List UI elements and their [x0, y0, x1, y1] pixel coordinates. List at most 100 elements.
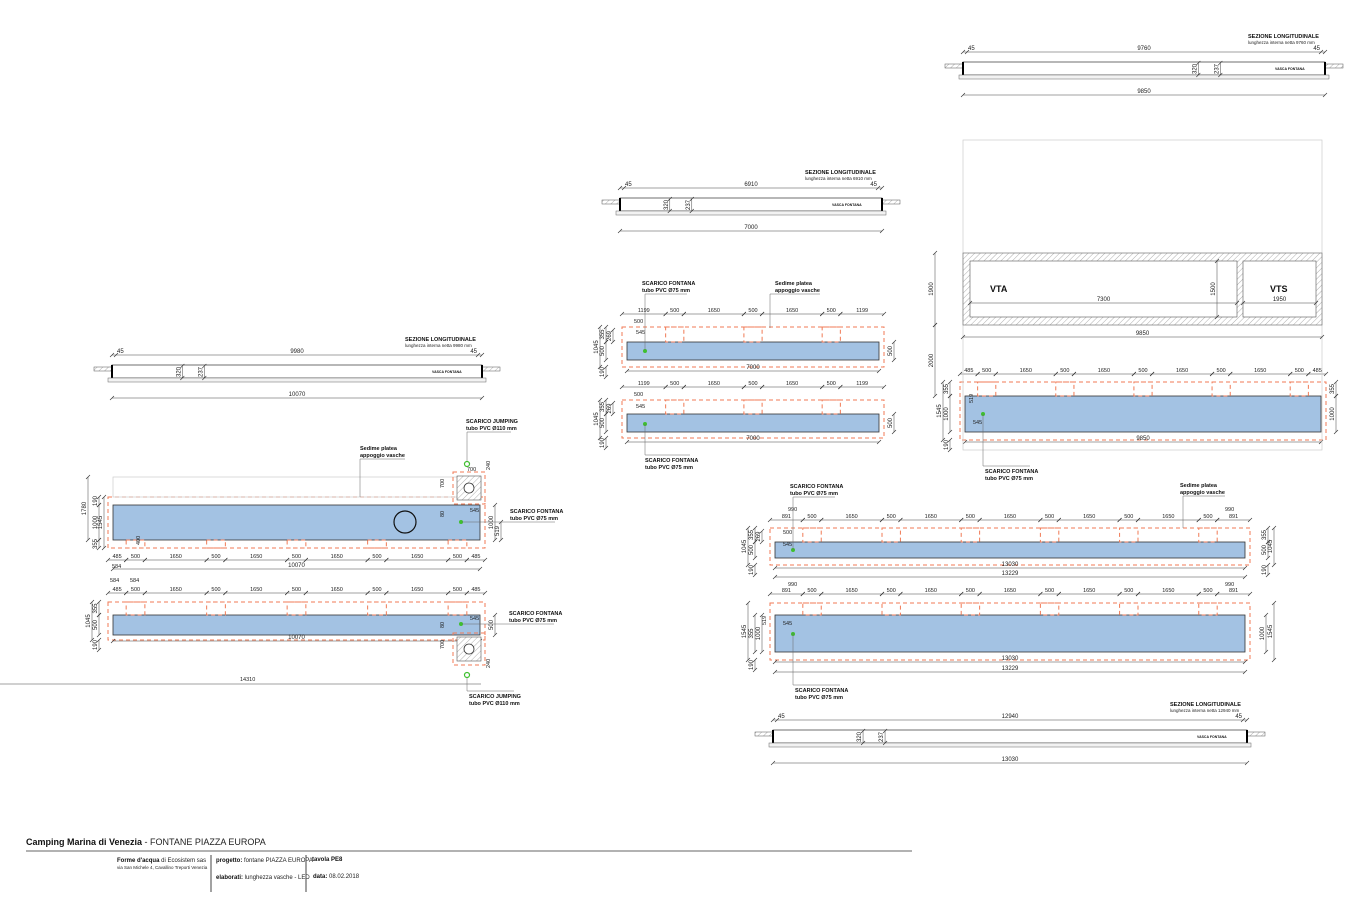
jumping-foundation	[452, 471, 486, 505]
dimension-tick	[1318, 49, 1324, 55]
dimension-tick	[860, 740, 866, 746]
dimension-tick	[365, 557, 370, 563]
dimension-tick	[667, 196, 672, 202]
water-basin	[626, 413, 880, 433]
dimension-label: 1000	[944, 407, 950, 421]
dimension-tick	[879, 228, 885, 234]
drain-point-icon	[643, 349, 647, 353]
callout-title: SCARICO JUMPING	[469, 694, 521, 700]
dimension-label: 269	[607, 403, 613, 414]
base-slab	[768, 742, 1252, 748]
dimension-tick	[759, 539, 765, 545]
dimension-tick	[223, 557, 228, 563]
dimension-tick	[1271, 657, 1277, 663]
dimension-label: 500	[827, 381, 836, 387]
dimension-label: 45	[625, 182, 632, 188]
dimension-label: 891	[782, 588, 791, 594]
section-title: SEZIONE LONGITUDINALE	[805, 170, 876, 176]
dimension-tick	[1218, 60, 1223, 66]
dimension-tick	[479, 395, 485, 401]
dimension-tick	[958, 517, 964, 523]
dimension-tick	[947, 393, 953, 399]
dimension-tick	[752, 525, 758, 531]
dimension-label: 1199	[856, 381, 868, 387]
dimension-label: 355	[749, 529, 755, 540]
support-notch	[802, 527, 822, 543]
support-notch	[1211, 381, 1231, 397]
project-name: Camping Marina di Venezia	[26, 837, 143, 847]
dimension-label: 80	[440, 511, 446, 517]
leader-line	[466, 431, 511, 461]
dimension-tick	[85, 537, 91, 543]
dimension-label: 1650	[708, 381, 720, 387]
ground-hatch	[1324, 63, 1344, 69]
dimension-label: 45	[117, 349, 124, 355]
dimension-tick	[123, 557, 129, 563]
dimension-tick	[947, 379, 953, 385]
dimension-label: 584	[110, 578, 119, 584]
dimension-tick	[1240, 300, 1246, 306]
dimension-tick	[202, 375, 207, 381]
dimension-label: 500	[489, 619, 495, 630]
callout-title: SCARICO FONTANA	[645, 458, 698, 464]
dimension-tick	[1247, 591, 1253, 597]
title-block: Camping Marina di Venezia - FONTANE PIAZ…	[26, 837, 912, 892]
tank-tag: VASCA FONTANA	[832, 203, 862, 207]
dimension-label: 1650	[411, 587, 423, 593]
callout-title: SCARICO FONTANA	[510, 509, 563, 515]
dimension-tick	[180, 363, 185, 369]
ground-hatch	[944, 63, 964, 69]
support-notch	[1039, 527, 1060, 543]
support-notch	[802, 602, 822, 616]
dimension-tick	[1265, 525, 1271, 531]
dimension-tick	[101, 545, 107, 551]
callout-detail: tubo PVC Ø75 mm	[645, 465, 693, 471]
dimension-tick	[110, 566, 116, 572]
dimension-label: 700	[440, 479, 446, 488]
dimension-tick	[741, 384, 747, 390]
dimension-label: 500	[372, 554, 381, 560]
dimension-tick	[1242, 574, 1248, 580]
dimension-tick	[1117, 517, 1122, 523]
dimension-label: 1199	[856, 308, 868, 314]
dimension-label: 1650	[1004, 514, 1016, 520]
dimension-label: 990	[1225, 507, 1234, 513]
dimension-label: 237	[198, 366, 204, 377]
dimension-label: 1000	[1260, 626, 1266, 640]
dimension-tick	[960, 49, 966, 55]
dimension-tick	[993, 371, 999, 377]
support-notch	[1119, 602, 1139, 616]
tank-section	[111, 364, 483, 379]
callout-detail: tubo PVC Ø75 mm	[510, 516, 558, 522]
section-subtitle: lunghezza interna netta 9760 mm	[1248, 40, 1315, 45]
jumping-foundation	[452, 632, 486, 666]
dimension-label: 240	[486, 659, 492, 668]
dimension-tick	[617, 228, 623, 234]
dimension-tick	[96, 494, 102, 500]
dimension-tick	[745, 562, 751, 568]
dimension-tick	[891, 339, 897, 345]
dimension-label: 500	[748, 381, 757, 387]
section-title: SEZIONE LONGITUDINALE	[1248, 34, 1319, 40]
dimension-label: 545	[470, 616, 479, 622]
dimension-label: 891	[1229, 588, 1238, 594]
dimension-tick	[96, 637, 102, 643]
dimension-tick	[881, 384, 887, 390]
dimension-label: 1000	[93, 515, 99, 529]
date-line: data: 08.02.2018	[313, 874, 360, 880]
dimension-label: 190	[600, 366, 606, 377]
dimension-label: 500	[1203, 588, 1212, 594]
dimension-tick	[745, 657, 751, 663]
company-line: Forme d'acqua di Ecosistem sas	[117, 858, 206, 864]
dimension-label: 1650	[786, 381, 798, 387]
dimension-label: 500	[1045, 588, 1054, 594]
ground-hatch	[481, 366, 501, 372]
callout-detail: appoggio vasche	[775, 288, 820, 294]
